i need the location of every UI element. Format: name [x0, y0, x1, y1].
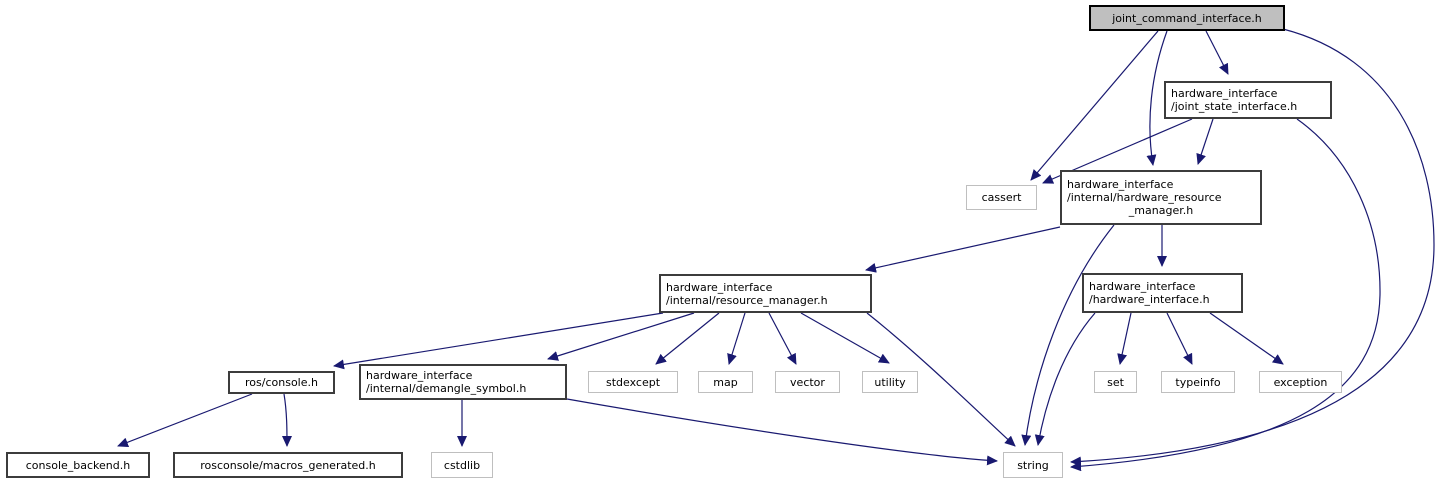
edge-ros-console-to-console-backend	[117, 393, 253, 448]
edge-hardware-interface-to-string	[1034, 312, 1096, 446]
node-label-line: hardware_interface	[1067, 178, 1174, 191]
node-label-line: _manager.h	[1128, 204, 1194, 217]
node-map: map	[698, 371, 753, 393]
node-label: string	[1017, 458, 1049, 472]
node-label: exception	[1273, 375, 1328, 389]
node-stdexcept: stdexcept	[588, 371, 678, 393]
node-demangle-symbol[interactable]: hardware_interface /internal/demangle_sy…	[359, 364, 567, 400]
edge-joint-state-to-hardware-resource-manager	[1196, 118, 1214, 165]
node-label-line: /internal/demangle_symbol.h	[366, 382, 527, 395]
node-label: joint_command_interface.h	[1112, 11, 1262, 25]
node-label-line: hardware_interface	[666, 280, 773, 294]
edge-resource-manager-to-string	[866, 312, 1016, 447]
edge-hardware-resource-manager-to-string	[1021, 224, 1115, 446]
edge-resource-manager-to-utility	[800, 312, 890, 364]
edge-resource-manager-to-vector	[768, 312, 797, 365]
node-label: ros/console.h	[245, 376, 318, 389]
edge-root-to-hardware-resource-manager	[1146, 30, 1168, 166]
node-vector: vector	[775, 371, 840, 393]
node-macros-generated[interactable]: rosconsole/macros_generated.h	[173, 452, 403, 478]
node-hardware-interface[interactable]: hardware_interface /hardware_interface.h	[1082, 273, 1243, 313]
edge-joint-state-to-string	[1070, 118, 1381, 472]
edge-demangle-symbol-to-string	[566, 398, 998, 466]
edge-ros-console-to-macros-generated	[281, 393, 292, 447]
edge-resource-manager-to-demangle-symbol	[547, 312, 695, 361]
node-exception: exception	[1259, 371, 1342, 393]
node-label: cassert	[981, 191, 1022, 204]
node-label: console_backend.h	[25, 458, 131, 472]
node-label: typeinfo	[1175, 375, 1221, 389]
node-label: utility	[874, 375, 906, 389]
edge-hardware-interface-to-typeinfo	[1166, 312, 1193, 365]
node-cassert: cassert	[966, 185, 1037, 210]
node-resource-manager[interactable]: hardware_interface /internal/resource_ma…	[659, 274, 872, 313]
node-label: cstdlib	[443, 458, 481, 472]
node-utility: utility	[862, 371, 918, 393]
edge-root-to-joint-state-interface	[1205, 30, 1229, 75]
edge-hardware-interface-to-exception	[1209, 312, 1284, 365]
node-label-line: hardware_interface	[1089, 280, 1196, 293]
node-label-line: /internal/hardware_resource	[1067, 191, 1222, 204]
node-cstdlib: cstdlib	[431, 452, 493, 478]
node-label-line: /hardware_interface.h	[1089, 293, 1210, 306]
node-joint-state-interface[interactable]: hardware_interface /joint_state_interfac…	[1164, 81, 1332, 119]
node-label: stdexcept	[605, 375, 661, 389]
node-console-backend[interactable]: console_backend.h	[6, 452, 150, 478]
node-label-line: /joint_state_interface.h	[1171, 100, 1298, 113]
node-label: map	[713, 375, 738, 389]
node-label-line: hardware_interface	[1171, 87, 1278, 100]
node-set: set	[1094, 371, 1137, 393]
edge-hardware-interface-to-set	[1117, 312, 1132, 365]
node-ros-console[interactable]: ros/console.h	[228, 371, 335, 394]
node-label-line: /internal/resource_manager.h	[666, 293, 828, 307]
node-hardware-resource-manager[interactable]: hardware_interface /internal/hardware_re…	[1060, 170, 1262, 225]
node-string: string	[1003, 452, 1063, 478]
edge-resource-manager-to-map	[727, 312, 746, 365]
node-label: set	[1107, 375, 1124, 389]
node-label: rosconsole/macros_generated.h	[200, 458, 376, 472]
edge-resource-manager-to-stdexcept	[655, 312, 720, 365]
edge-root-to-string	[1070, 28, 1435, 467]
node-label: vector	[790, 375, 825, 389]
node-label-line: hardware_interface	[366, 369, 473, 382]
edge-hardware-resource-manager-to-resource-manager	[865, 226, 1061, 273]
node-typeinfo: typeinfo	[1161, 371, 1235, 393]
edge-resource-manager-to-ros-console	[333, 312, 664, 370]
node-joint-command-interface: joint_command_interface.h	[1089, 5, 1285, 31]
edge-root-to-cassert	[1030, 30, 1159, 181]
